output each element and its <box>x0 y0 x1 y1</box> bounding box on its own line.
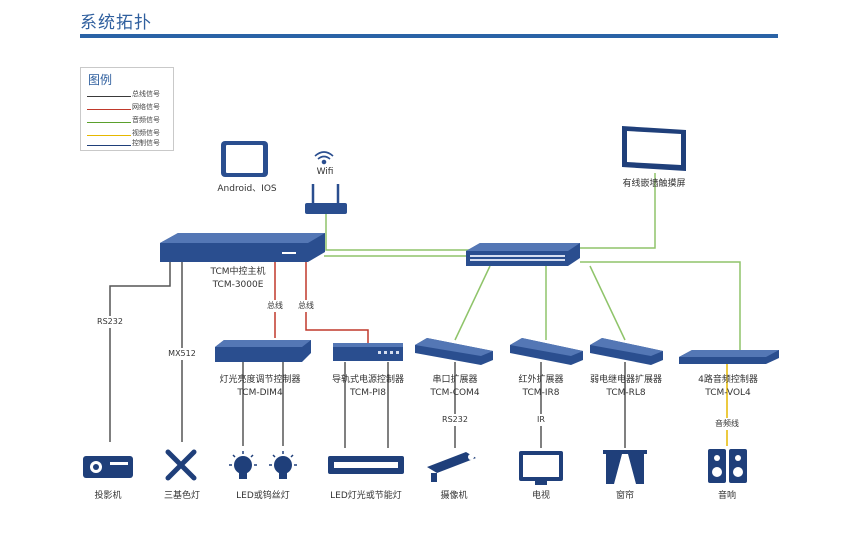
curtain-label: 窗帘 <box>615 491 634 501</box>
legend-swatch-video <box>87 135 131 136</box>
link-label-bus1: 总线 <box>263 300 287 312</box>
host-device <box>160 233 325 262</box>
ir8-label: 红外扩展器 <box>518 375 564 385</box>
link-label-ir: IR <box>531 414 551 426</box>
legend-label-network: 网络信号 <box>132 103 160 111</box>
legend-label-control: 控制信号 <box>132 139 160 147</box>
touchscreen-label: 有线嵌墙触摸屏 <box>622 179 686 189</box>
led-tube-icon <box>328 456 404 474</box>
legend-label-bus: 总线信号 <box>132 90 160 98</box>
legend-swatch-bus <box>87 96 131 97</box>
touchscreen-icon <box>622 126 686 171</box>
legend-swatch-audio <box>87 122 131 123</box>
wifi-label: Wifi <box>316 167 334 177</box>
legend-title: 图例 <box>88 73 113 87</box>
legend-swatch-control <box>87 145 131 146</box>
host-label: TCM中控主机 <box>210 267 266 277</box>
link-switch-rl8 <box>589 265 626 341</box>
com4-label: 串口扩展器 <box>432 375 478 385</box>
vol4-model: TCM-VOL4 <box>705 388 751 398</box>
camera-icon <box>427 452 476 482</box>
link-label-rs232-camera: RS232 <box>437 414 473 426</box>
network-switch <box>466 243 580 266</box>
link-label-rs232-projector: RS232 <box>92 316 128 328</box>
router-icon <box>305 184 347 214</box>
pi8-model: TCM-PI8 <box>349 388 387 398</box>
ir8-model: TCM-IR8 <box>522 388 560 398</box>
legend: 图例 总线信号 网络信号 音频信号 视频信号 控制信号 <box>80 67 174 151</box>
link-label-mx512: MX512 <box>166 348 198 360</box>
rl8-model: TCM-RL8 <box>606 388 646 398</box>
tv-label: 电视 <box>531 491 550 501</box>
camera-label: 摄像机 <box>440 491 468 501</box>
speaker-label: 音响 <box>717 491 736 501</box>
legend-label-video: 视频信号 <box>132 129 160 137</box>
curtain-icon <box>603 450 647 484</box>
vol4-device <box>679 350 779 364</box>
led-bulb-icon-2 <box>269 451 297 479</box>
legend-item-network: 网络信号 <box>87 102 171 114</box>
link-wifi-switch <box>325 212 470 251</box>
legend-swatch-network <box>87 109 131 110</box>
pi8-label: 导轨式电源控制器 <box>331 375 404 385</box>
ir8-device <box>510 338 583 365</box>
legend-item-audio: 音频信号 <box>87 115 171 127</box>
led-tube-label: LED灯光或节能灯 <box>330 491 402 501</box>
link-host-pi8 <box>305 262 369 343</box>
led-bulb-icon-1 <box>229 451 257 479</box>
led-bulb-label: LED或钨丝灯 <box>236 491 290 501</box>
wifi-icon <box>314 151 334 165</box>
tablet-label: Android、IOS <box>217 184 277 194</box>
speaker-icon <box>708 449 747 483</box>
legend-label-audio: 音频信号 <box>132 116 160 124</box>
tablet-icon <box>221 141 268 177</box>
com4-model: TCM-COM4 <box>430 388 480 398</box>
link-host-projector <box>109 262 171 442</box>
projector-icon <box>83 456 133 478</box>
link-label-bus2: 总线 <box>294 300 318 312</box>
page-title: 系统拓扑 <box>80 13 152 33</box>
tricolor-lamp-icon <box>165 449 197 481</box>
legend-item-bus: 总线信号 <box>87 89 171 101</box>
legend-item-video: 视频信号 <box>87 128 171 140</box>
dim4-device <box>215 340 311 362</box>
link-touchscreen-switch <box>580 173 656 249</box>
rl8-label: 弱电继电器扩展器 <box>589 375 662 385</box>
link-label-audio: 音频线 <box>710 418 744 430</box>
vol4-label: 4路音频控制器 <box>698 375 758 385</box>
tricolor-label: 三基色灯 <box>163 491 200 501</box>
dim4-model: TCM-DIM4 <box>237 388 283 398</box>
rl8-device <box>590 338 663 365</box>
host-model: TCM-3000E <box>212 280 264 290</box>
legend-item-control: 控制信号 <box>87 138 171 150</box>
com4-device <box>415 338 493 365</box>
title-divider <box>80 34 778 38</box>
link-switch-hub <box>580 261 741 352</box>
pi8-device <box>333 343 403 361</box>
link-switch-com4 <box>454 265 491 341</box>
dim4-label: 灯光亮度调节控制器 <box>219 375 301 385</box>
tv-icon <box>519 451 563 485</box>
projector-label: 投影机 <box>94 491 122 501</box>
